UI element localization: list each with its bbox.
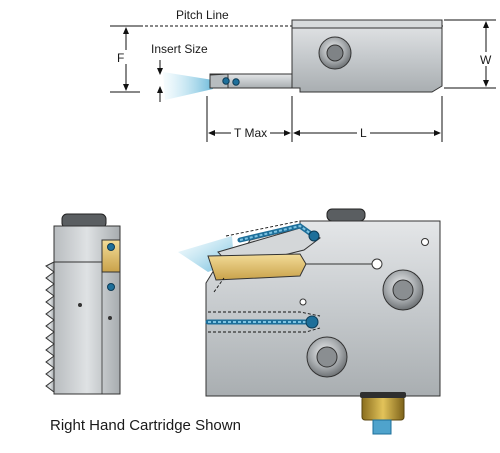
f-label: F xyxy=(117,51,124,65)
internal-path-4 xyxy=(208,327,321,333)
insert-size-arrowhead-bottom xyxy=(157,86,163,93)
front-view-cap xyxy=(326,208,366,222)
internal-path-1 xyxy=(213,277,225,293)
f-label-bg xyxy=(114,50,128,64)
front-screw-lower-socket xyxy=(316,346,338,368)
coolant-channel-top-end xyxy=(308,230,320,242)
coolant-channel-top-highlight xyxy=(239,224,315,241)
coolant-fitting-collar xyxy=(360,392,406,398)
internal-path-2 xyxy=(225,220,301,237)
coolant-channel-lower-end xyxy=(305,315,319,329)
internal-path-3 xyxy=(208,311,321,317)
front-small-hole-2 xyxy=(421,238,429,246)
cartridge-body-top-ridge xyxy=(291,19,443,29)
w-arrow-top xyxy=(483,21,489,28)
caption: Right Hand Cartridge Shown xyxy=(50,417,241,434)
insert-slot-relief xyxy=(371,258,383,270)
end-view-serrations xyxy=(45,261,55,393)
tmax-label: T Max xyxy=(234,126,267,140)
insert-front xyxy=(207,253,307,281)
coolant-spray-top xyxy=(163,72,213,100)
insert-tip-top xyxy=(209,73,229,89)
f-arrow-bottom xyxy=(123,84,129,91)
coolant-port-top-2 xyxy=(232,78,240,86)
end-view-hole xyxy=(78,303,82,307)
coolant-fitting xyxy=(361,395,405,421)
w-arrow-bottom xyxy=(483,80,489,87)
l-label: L xyxy=(360,126,367,140)
insert-size-arrowhead-top xyxy=(157,68,163,75)
end-view xyxy=(45,213,121,395)
cartridge-body-top xyxy=(291,19,443,93)
front-view xyxy=(178,208,441,435)
clamp-screw-top-socket xyxy=(326,44,344,62)
l-arrow-right xyxy=(434,130,441,136)
end-view-hole-2 xyxy=(108,316,112,320)
insert-size-label: Insert Size xyxy=(151,42,208,56)
end-view-coolant-port-2 xyxy=(107,283,115,291)
pitch-line-label: Pitch Line xyxy=(176,8,229,22)
f-arrow-top xyxy=(123,27,129,34)
coolant-port-top xyxy=(222,77,230,85)
w-label-bg xyxy=(478,52,494,66)
tmax-arrow-right xyxy=(284,130,291,136)
front-screw-upper-socket xyxy=(392,279,414,301)
top-view: Pitch Line F Insert Size xyxy=(110,8,496,142)
tmax-arrow-left xyxy=(208,130,215,136)
coolant-hose xyxy=(372,419,392,435)
w-label: W xyxy=(480,53,492,67)
end-view-coolant-port-1 xyxy=(107,243,115,251)
l-arrow-left xyxy=(293,130,300,136)
front-small-hole-1 xyxy=(299,298,307,306)
